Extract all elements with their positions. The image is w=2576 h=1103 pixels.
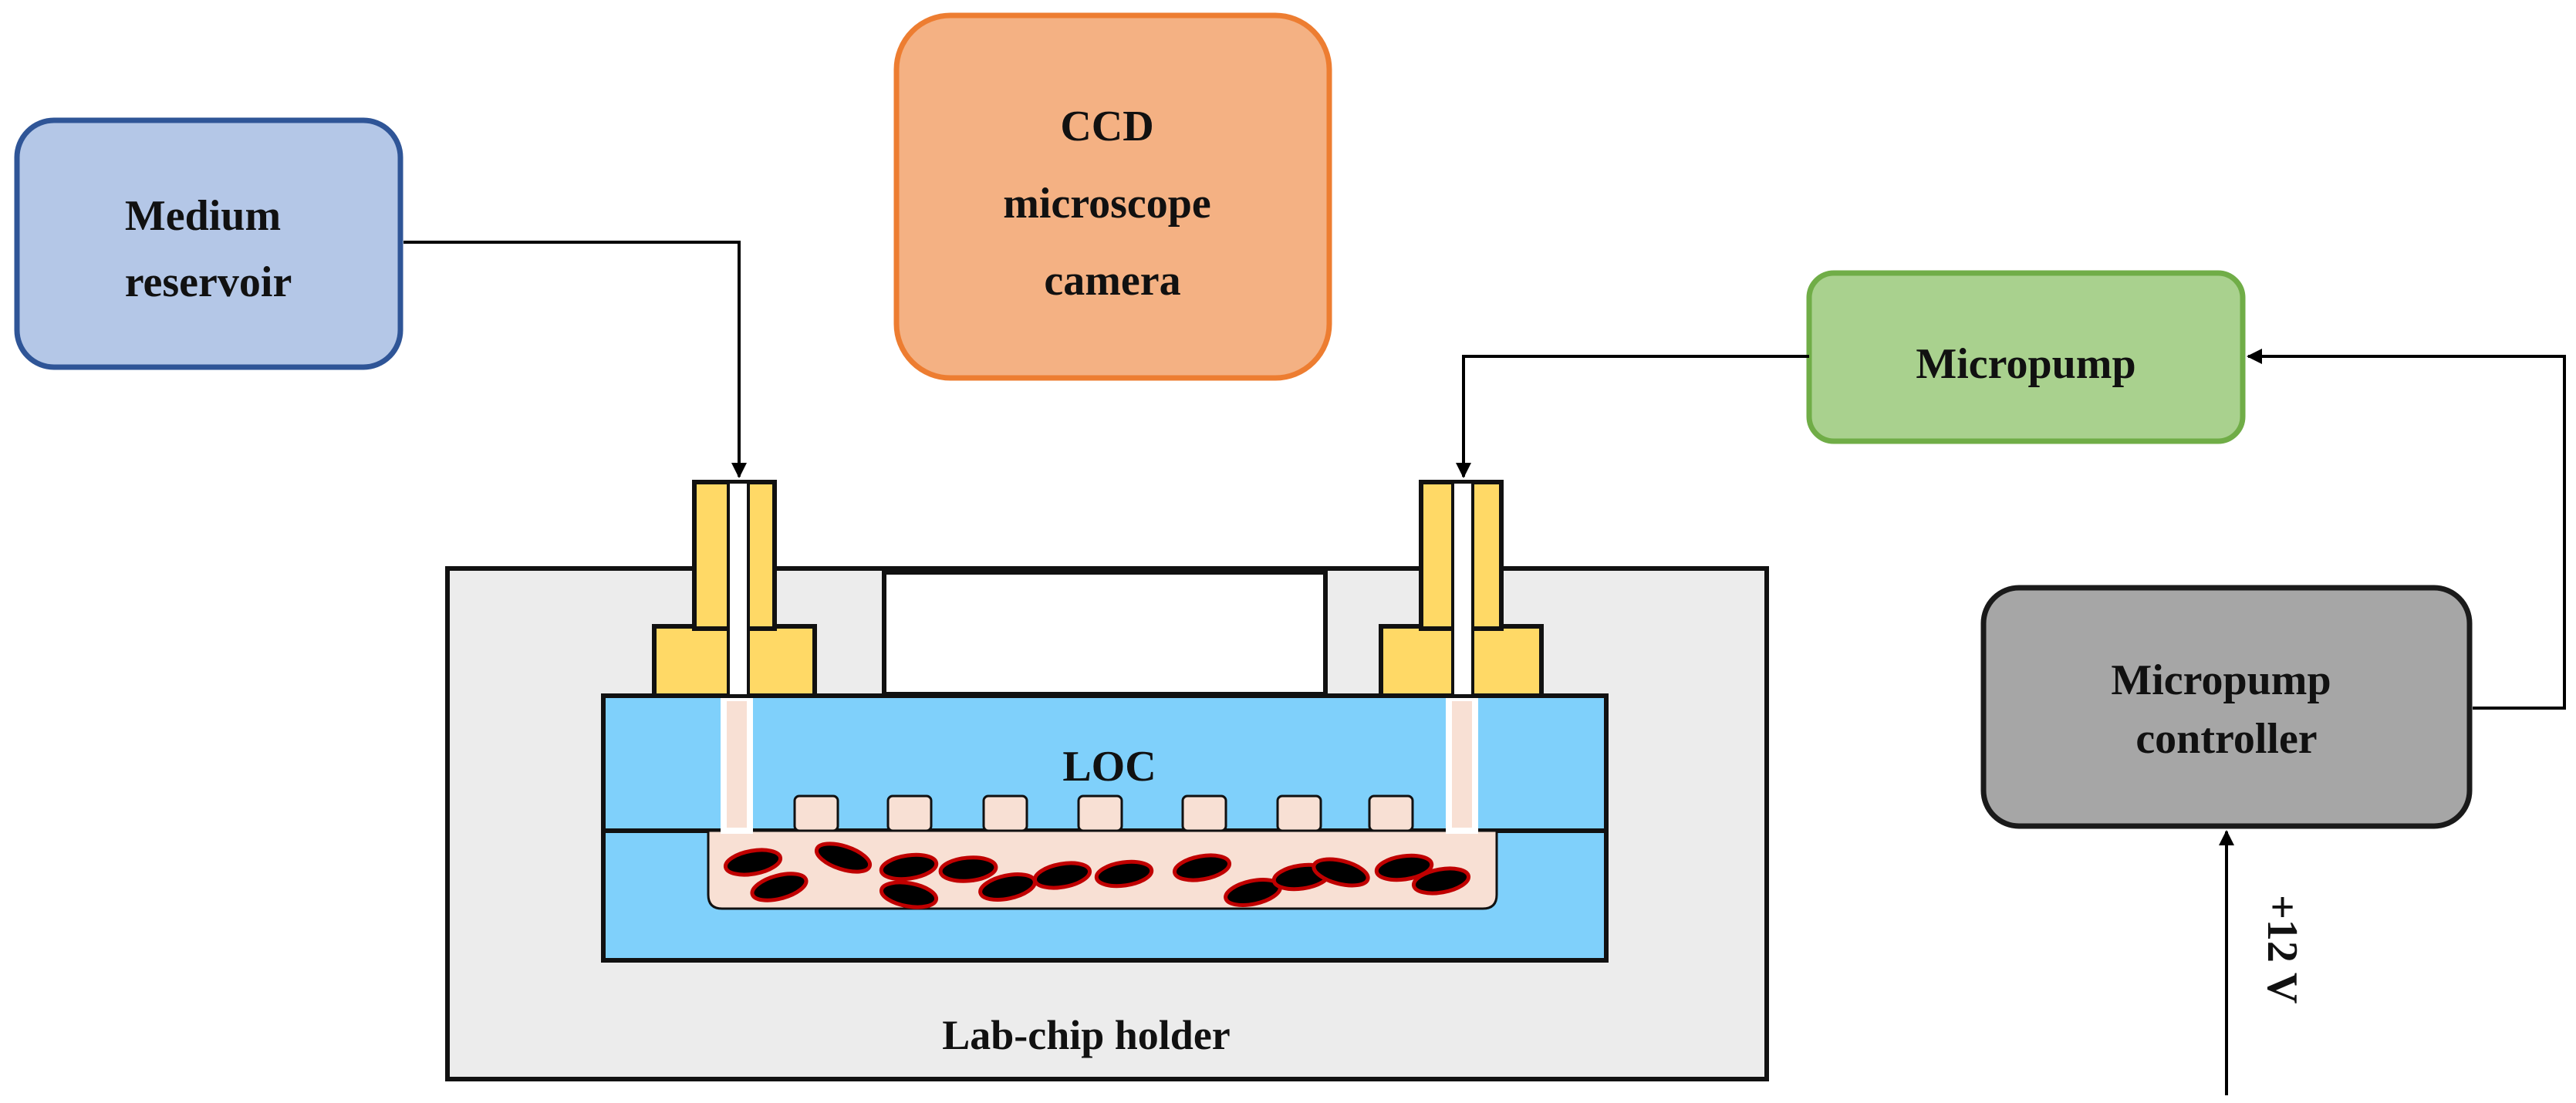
outlet-channel [1446,695,1478,834]
channel-post [1276,794,1322,832]
outlet-connector [1379,480,1544,698]
cell [1312,857,1370,888]
channel-post [982,794,1028,832]
cell [879,880,939,909]
cell [879,852,939,882]
cell [723,848,783,877]
channel-post [1077,794,1123,832]
cells [723,842,1471,909]
cell [1094,859,1154,889]
reservoir-to-inlet-tube [403,241,747,478]
holder-label: Lab-chip holder [942,1012,1231,1058]
inlet-connector [652,480,817,698]
cell [1411,866,1471,896]
channel-posts [793,794,1414,832]
power-label: +12 V [2258,895,2306,1003]
cell [750,872,809,902]
cell [1172,853,1232,882]
ccd-camera-box [893,12,1332,381]
channel-post [886,794,933,832]
ccd-camera-label: CCD microscope camera [1003,103,1222,305]
cell [938,855,998,883]
cell [1374,853,1434,882]
medium-reservoir-box [14,117,403,370]
loc-label: LOC [1062,743,1156,791]
inlet-channel [721,695,753,834]
controller-to-micropump-signal [2247,349,2566,710]
channel-post [1368,794,1414,832]
channel-post [1181,794,1227,832]
micropump-controller-box [1980,585,2473,829]
holder-window [882,570,1328,697]
micropump-label: Micropump [1916,340,2135,388]
medium-reservoir-label: Medium reservoir [125,192,292,306]
channel-post [793,794,839,832]
micropump-to-outlet-tube [1456,355,1809,478]
cell [814,842,873,874]
cell [1032,861,1092,890]
micropump-controller-label: Micropump controller [2111,656,2341,763]
